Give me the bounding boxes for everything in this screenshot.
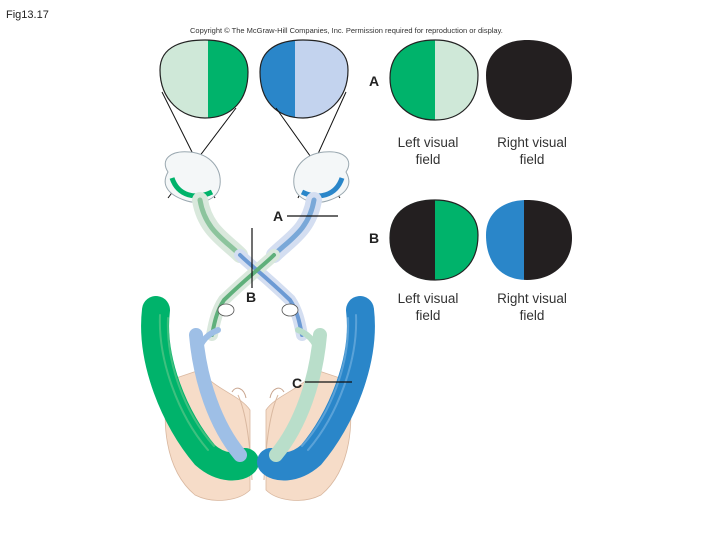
copyright-notice: Copyright © The McGraw-Hill Companies, I… [190, 26, 503, 35]
row-a-right-field-disc [486, 40, 572, 120]
right-eyeball [293, 151, 350, 203]
row-b-right-caption: Right visual field [482, 290, 582, 324]
row-a-right-caption-line2: field [519, 152, 545, 167]
row-a-right-caption: Right visual field [482, 134, 582, 168]
right-geniculate [281, 303, 299, 317]
row-a-left-field-disc [390, 40, 478, 120]
optic-nerves [192, 192, 322, 263]
row-a-right-caption-line1: Right visual [497, 135, 567, 150]
left-geniculate [217, 303, 235, 317]
row-a-left-caption-line1: Left visual [397, 135, 459, 150]
row-b-left-caption-line2: field [415, 308, 441, 323]
right-eye-field-disc [260, 40, 348, 118]
row-b-right-caption-line1: Right visual [497, 291, 567, 306]
lesion-indicator-lines [251, 215, 352, 383]
row-label-b: B [369, 230, 380, 246]
left-eyeball [164, 151, 221, 203]
row-a-left-caption: Left visual field [378, 134, 478, 168]
slide-label: Fig13.17 [6, 9, 49, 21]
label-c-radiation: C [292, 375, 303, 391]
right-optic-radiation [257, 296, 375, 481]
label-a-optic-nerve: A [273, 208, 284, 224]
left-eye-field-disc [160, 40, 248, 118]
row-b-left-caption-line1: Left visual [397, 291, 459, 306]
optic-chiasm [206, 249, 308, 341]
label-b-chiasm: B [246, 289, 257, 305]
row-b-right-field-disc [486, 200, 572, 280]
row-b-left-field-disc [390, 200, 478, 280]
row-b-left-caption: Left visual field [378, 290, 478, 324]
row-label-a: A [369, 73, 380, 89]
row-b-right-caption-line2: field [519, 308, 545, 323]
left-optic-radiation [141, 296, 259, 481]
row-a-left-caption-line2: field [415, 152, 441, 167]
